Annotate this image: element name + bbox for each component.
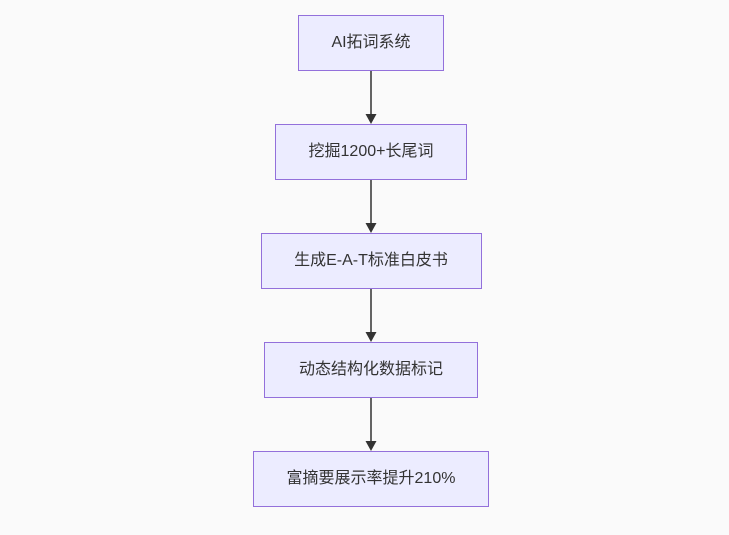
flow-node-eat-whitepaper: 生成E-A-T标准白皮书: [260, 233, 482, 289]
flow-node-label: 挖掘1200+长尾词: [308, 143, 434, 160]
flow-edge: [364, 71, 378, 124]
arrow-down-icon: [365, 180, 377, 233]
flow-node-label: 动态结构化数据标记: [298, 361, 443, 378]
flow-node-longtail-mining: 挖掘1200+长尾词: [275, 124, 467, 180]
flow-node-rich-snippet-result: 富摘要展示率提升210%: [253, 451, 489, 507]
flow-edge: [364, 398, 378, 451]
flow-node-label: AI拓词系统: [331, 34, 411, 51]
flow-node-ai-keyword-system: AI拓词系统: [298, 15, 444, 71]
arrow-down-icon: [365, 71, 377, 124]
flow-node-label: 富摘要展示率提升210%: [286, 470, 456, 487]
flow-node-label: 生成E-A-T标准白皮书: [294, 252, 448, 269]
arrow-down-icon: [365, 398, 377, 451]
arrow-down-icon: [365, 289, 377, 342]
flowchart: AI拓词系统 挖掘1200+长尾词 生成E-A-T标准白皮书 动态结构化数据标记: [0, 15, 729, 507]
flow-node-structured-data-markup: 动态结构化数据标记: [264, 342, 478, 398]
flow-edge: [364, 180, 378, 233]
flow-edge: [364, 289, 378, 342]
